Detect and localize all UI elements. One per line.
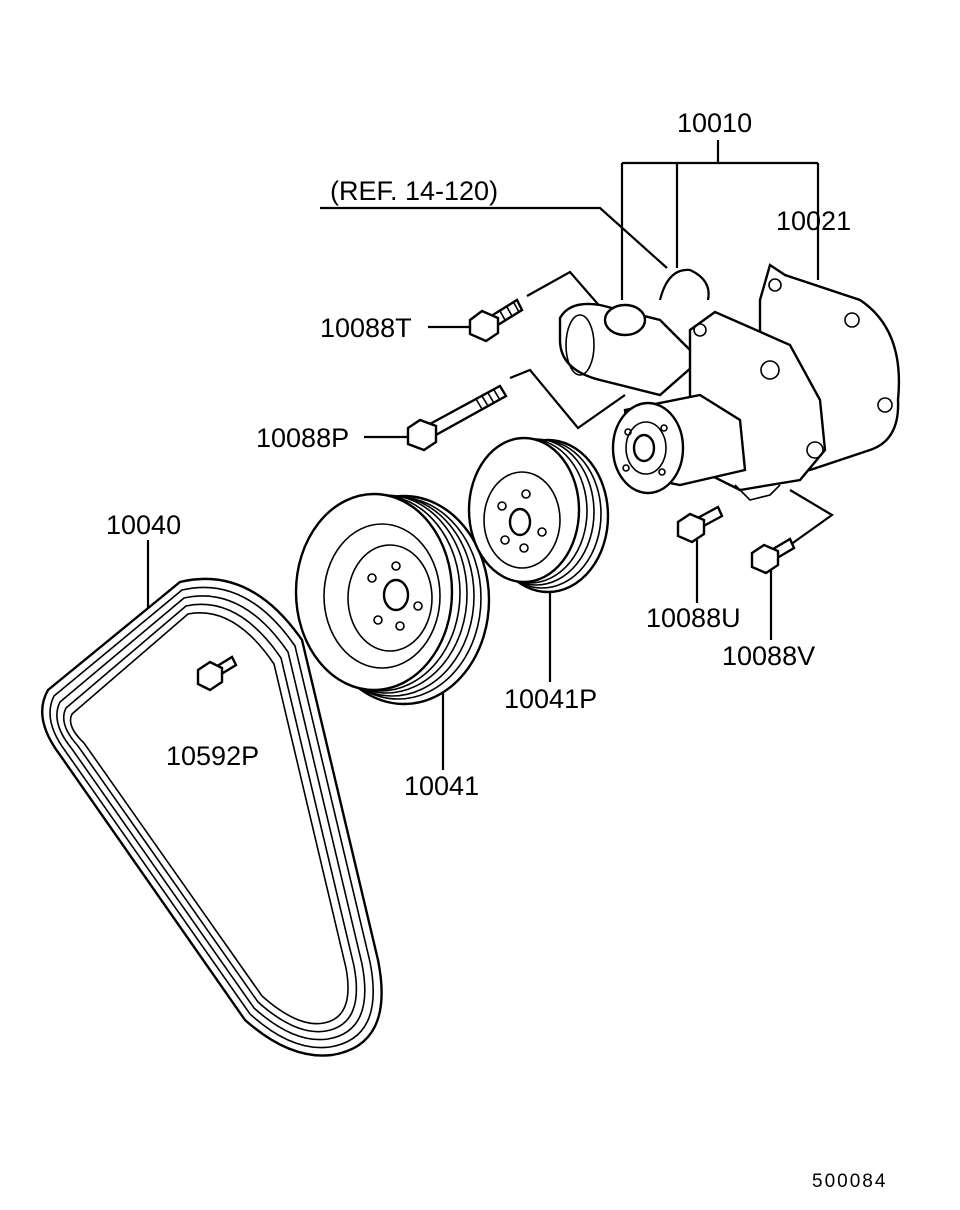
label-10088u: 10088U xyxy=(646,603,741,633)
figure-code: 500084 xyxy=(812,1171,887,1192)
label-10040: 10040 xyxy=(106,510,181,540)
bolt-10088t xyxy=(468,298,524,343)
label-10592p: 10592P xyxy=(166,741,259,771)
crank-pulley xyxy=(294,492,491,706)
label-10041p: 10041P xyxy=(504,684,597,714)
bolt-10088u xyxy=(676,505,724,544)
label-10088p: 10088P xyxy=(256,423,349,453)
drive-belt xyxy=(41,577,383,1057)
water-pump-pulley xyxy=(467,436,610,594)
bolt-10592p xyxy=(196,655,238,692)
part-labels: 10010 10021 (REF. 14-120) 10088T 10088P … xyxy=(106,108,887,1192)
bolt-10088p xyxy=(406,384,508,452)
label-10010: 10010 xyxy=(677,108,752,138)
label-10021: 10021 xyxy=(776,206,851,236)
label-10088t: 10088T xyxy=(320,313,412,343)
water-pump xyxy=(558,302,827,501)
label-10088v: 10088V xyxy=(722,641,815,671)
label-10041: 10041 xyxy=(404,771,479,801)
label-ref: (REF. 14-120) xyxy=(330,176,498,206)
o-ring xyxy=(658,268,710,301)
bolt-10088v xyxy=(750,537,796,575)
